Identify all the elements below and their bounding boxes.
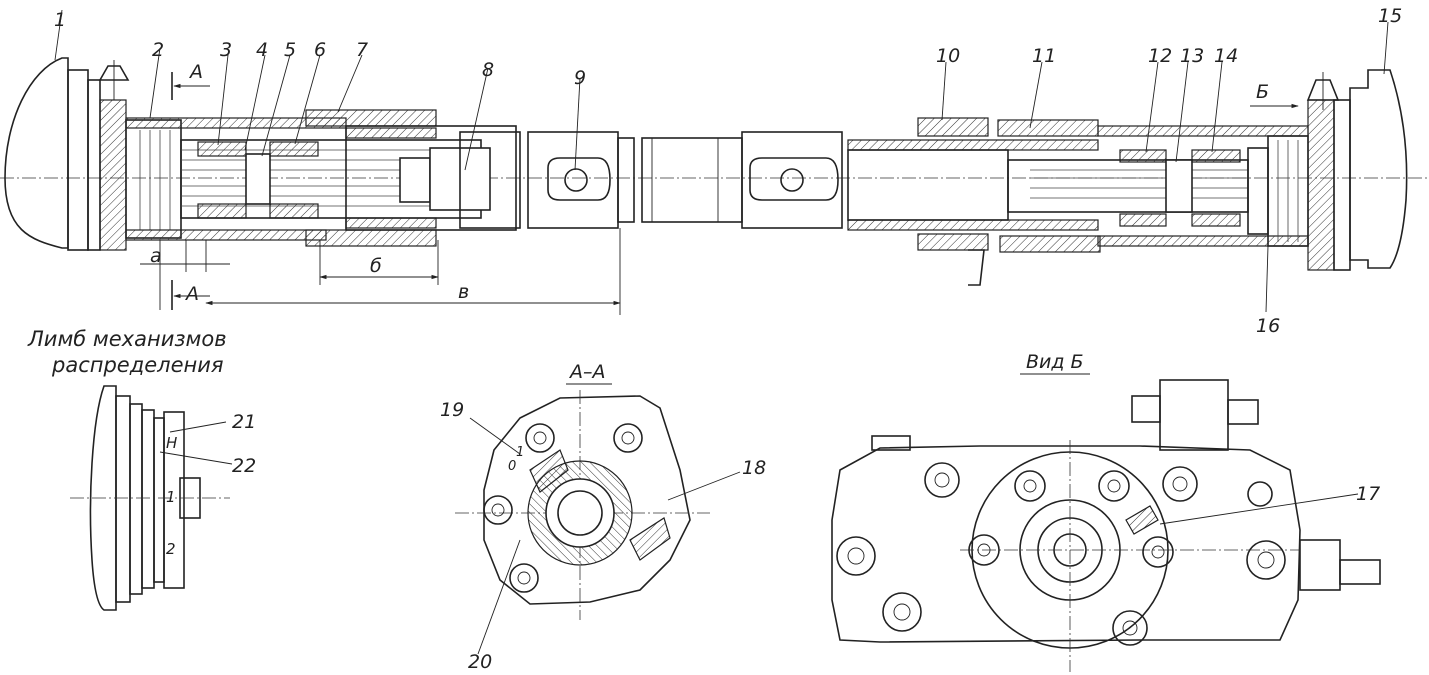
callout-21: 21: [232, 411, 256, 433]
callout-14: 14: [1214, 45, 1238, 67]
dimension-b-label: б: [370, 255, 382, 277]
limb-mark-n: Н: [166, 434, 177, 452]
main-shaft-assembly: [0, 57, 1429, 286]
dimension-lines: [140, 72, 1299, 315]
section-aa-title: А–А: [568, 361, 606, 383]
callout-6: 6: [314, 39, 326, 61]
left-flange: [4, 57, 69, 249]
callout-12: 12: [1148, 45, 1172, 67]
callout-10: 10: [936, 45, 960, 67]
callout-17: 17: [1356, 483, 1380, 505]
callout-20: 20: [468, 651, 492, 673]
section-a-bottom-label: А: [184, 283, 199, 305]
scale-mark-1: 1: [516, 445, 524, 460]
callout-5: 5: [284, 39, 296, 61]
callout-13: 13: [1180, 45, 1204, 67]
callout-16: 16: [1256, 315, 1280, 337]
limb-detail: Лимб механизмов распределения Н 1 2: [27, 327, 230, 611]
callout-labels: 1 2 3 4 5 6 7 8 9 10 11 12 13 14 15 16 1…: [54, 5, 1402, 673]
dimension-v-label: в: [458, 281, 469, 303]
view-b-title: Вид Б: [1026, 351, 1084, 373]
callout-1: 1: [54, 9, 66, 31]
callout-4: 4: [256, 39, 268, 61]
limb-title-line1: Лимб механизмов: [27, 327, 227, 351]
section-a-top-label: А: [188, 61, 203, 83]
limb-mark-1: 1: [166, 488, 176, 506]
callout-11: 11: [1032, 45, 1056, 67]
callout-8: 8: [482, 59, 494, 81]
callout-2: 2: [152, 39, 164, 61]
callout-7: 7: [356, 39, 368, 61]
limb-title-line2: распределения: [51, 353, 224, 377]
view-b: Вид Б: [831, 351, 1381, 672]
view-b-arrow-label: Б: [1256, 81, 1269, 103]
callout-18: 18: [742, 457, 766, 479]
dimension-a-label: а: [150, 245, 162, 267]
scale-mark-0: 0: [508, 459, 516, 474]
callout-15: 15: [1378, 5, 1402, 27]
section-a-a: А–А 0 1: [455, 361, 710, 620]
callout-3: 3: [220, 39, 232, 61]
dimension-labels: а б в А А Б: [150, 61, 1269, 305]
callout-22: 22: [232, 455, 256, 477]
leader-lines: [54, 9, 1389, 655]
limb-mark-2: 2: [166, 540, 176, 558]
callout-19: 19: [440, 399, 464, 421]
callout-9: 9: [574, 67, 586, 89]
